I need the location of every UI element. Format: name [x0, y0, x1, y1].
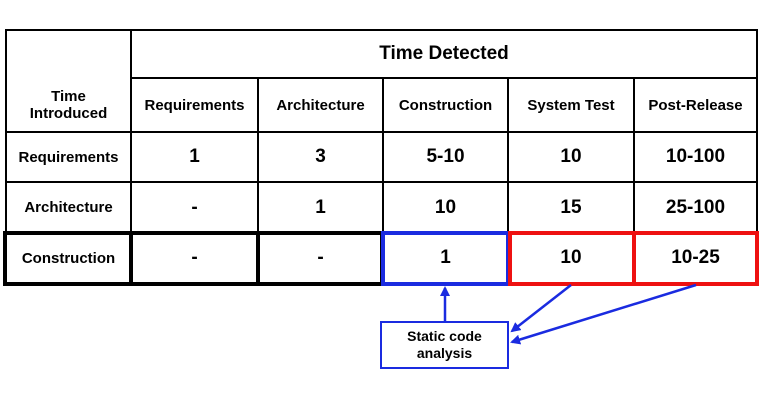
table-cell: 10: [560, 146, 582, 167]
col-header-post-release: Post-Release: [648, 96, 743, 114]
callout-static-code-analysis: Static code analysis: [380, 321, 509, 369]
table-cell: 10: [434, 196, 457, 218]
table-cell: 15: [560, 196, 582, 218]
arrow-from-system-test: [510, 284, 572, 333]
col-header-construction: Construction: [398, 96, 493, 114]
col-header-system-test: System Test: [527, 96, 615, 114]
arrow-from-post-release: [510, 283, 697, 345]
row-label-requirements: Requirements: [18, 148, 119, 166]
header-time-introduced: Time Introduced: [29, 88, 108, 122]
table-cell: 1: [189, 146, 200, 167]
table-cell: -: [317, 247, 324, 268]
table-cell: -: [191, 196, 198, 218]
col-header-requirements: Requirements: [144, 96, 245, 114]
table-cell: 25-100: [665, 196, 726, 218]
table-cell: 3: [315, 146, 326, 167]
table-cell: 5-10: [426, 146, 465, 167]
row-label-construction: Construction: [21, 249, 116, 267]
table-cell: -: [191, 247, 198, 268]
table-cell: 10: [560, 247, 582, 268]
table-cell: 10-25: [671, 247, 720, 268]
header-time-detected: Time Detected: [379, 43, 509, 64]
row-label-architecture: Architecture: [24, 199, 113, 216]
table-cell: 1: [440, 247, 451, 268]
table-cell: 10-100: [665, 146, 726, 167]
callout-label: Static code analysis: [407, 328, 482, 361]
table-cell: 1: [315, 196, 326, 218]
col-header-architecture: Architecture: [276, 96, 365, 114]
